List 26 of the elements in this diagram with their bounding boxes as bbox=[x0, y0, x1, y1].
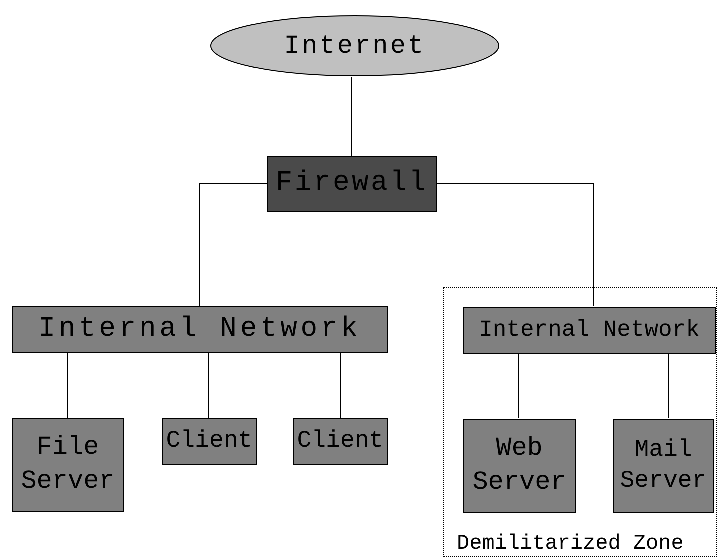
process-box bbox=[267, 156, 437, 212]
node-label: Web Server bbox=[472, 432, 568, 499]
node-label: File Server bbox=[20, 431, 116, 498]
node-label: Internet bbox=[284, 30, 426, 60]
node-label: Demilitarized Zone bbox=[457, 533, 684, 556]
node-label: Client bbox=[166, 426, 253, 456]
node-label: Internal Network bbox=[38, 312, 362, 346]
process-box bbox=[613, 419, 714, 513]
zone-boundary bbox=[443, 287, 717, 557]
connector-line bbox=[208, 352, 210, 418]
process-box bbox=[463, 307, 716, 354]
connector-line bbox=[200, 184, 268, 306]
node-label: Mail Server bbox=[619, 436, 708, 497]
connector-line bbox=[340, 352, 342, 418]
node-label: Client bbox=[297, 426, 384, 456]
node-label: Internal Network bbox=[479, 316, 700, 346]
node-label: Firewall bbox=[276, 167, 428, 201]
connector-line bbox=[518, 352, 520, 418]
process-box bbox=[12, 306, 388, 353]
process-box bbox=[463, 419, 576, 513]
connector-line bbox=[668, 352, 670, 418]
ellipse-node bbox=[210, 15, 500, 77]
process-box bbox=[162, 418, 257, 465]
process-box bbox=[293, 418, 388, 465]
connector-line bbox=[436, 184, 594, 306]
process-box bbox=[12, 418, 124, 512]
